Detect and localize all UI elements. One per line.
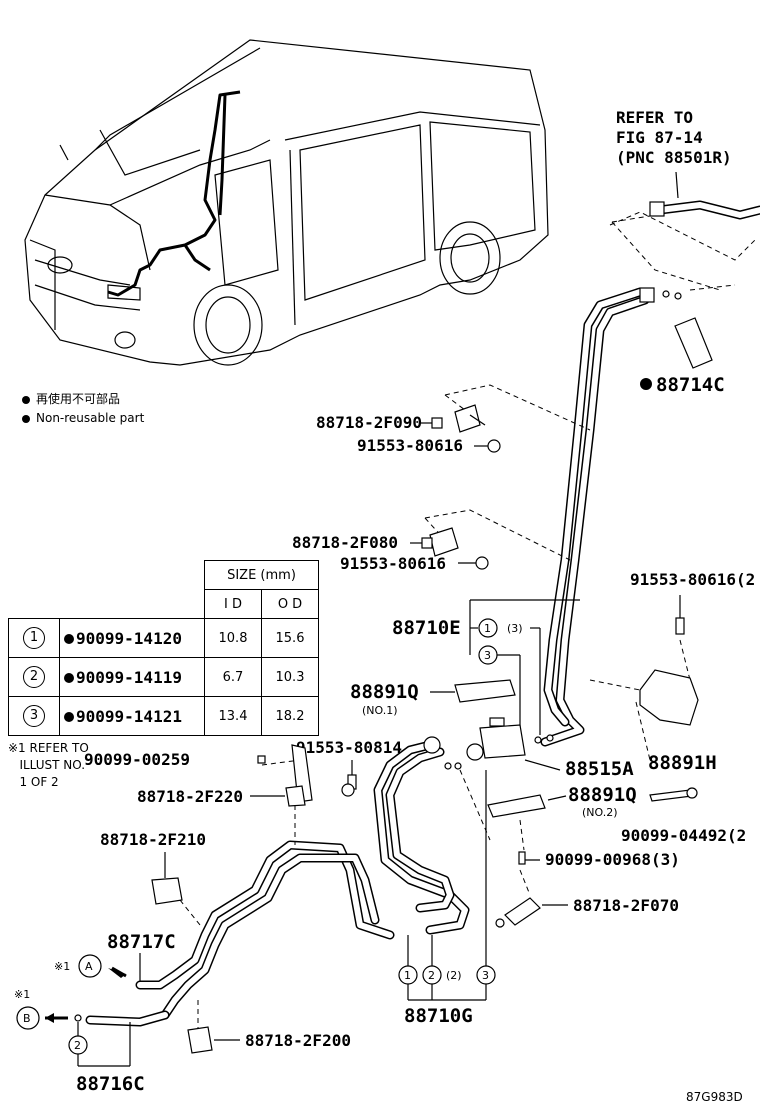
- svg-text:2: 2: [74, 1039, 81, 1052]
- label-88718-2F220: 88718-2F220: [137, 787, 243, 806]
- clamp-88718-2F080: 88718-2F080 91553-80616: [292, 509, 571, 573]
- col-od: O D: [261, 589, 319, 619]
- pipe-88710E: [540, 287, 650, 747]
- callout-88710G: 1 2 (2) 3 88710G: [398, 770, 496, 1027]
- clamp-88718-2F210: 88718-2F210: [100, 830, 206, 926]
- table-row: 3 90099-14121 13.4 18.2: [8, 696, 319, 736]
- label-88891Q-2: 88891Q: [568, 784, 637, 806]
- bullet-icon: [64, 673, 74, 683]
- svg-text:(2): (2): [446, 969, 462, 982]
- svg-text:※1: ※1: [14, 988, 30, 1001]
- callout-88716C: ※1 B 2 88716C: [14, 988, 145, 1095]
- svg-text:3: 3: [482, 969, 489, 982]
- svg-text:(NO.2): (NO.2): [582, 806, 618, 819]
- pipe-88716C: [74, 1010, 170, 1027]
- table-row: 2 90099-14119 6.7 10.3: [8, 657, 319, 697]
- bullet-icon: [22, 395, 30, 404]
- marker-b: B: [23, 1012, 31, 1025]
- bullet-icon: [64, 712, 74, 722]
- figure-code: 87G983D: [686, 1090, 743, 1104]
- callout-88710E: 88710E 1 (3) 3: [392, 599, 580, 744]
- callout-88717C: 88717C ※1 A: [54, 931, 176, 982]
- col-id: I D: [204, 589, 262, 619]
- label-91553-80616-c: 91553-80616(2: [630, 570, 755, 589]
- label-91553-80616-b: 91553-80616: [340, 554, 446, 573]
- label-88716C: 88716C: [76, 1073, 145, 1095]
- refer-illust-note: ※1 REFER TO ILLUST NO. 1 OF 2: [8, 741, 89, 789]
- van-illustration: [24, 39, 549, 366]
- part-88891Q-no2: 88891Q (NO.2) 90099-04492(2 90099-00968(…: [487, 784, 746, 869]
- label-90099-00968: 90099-00968(3): [545, 850, 680, 869]
- legend: 再使用不可部品 Non-reusable part: [22, 390, 144, 428]
- legend-item-jp: 再使用不可部品: [22, 390, 144, 409]
- label-90099-04492: 90099-04492(2: [621, 826, 746, 845]
- label-88891H: 88891H: [648, 752, 717, 774]
- label-88718-2F080: 88718-2F080: [292, 533, 398, 552]
- svg-text:3: 3: [484, 649, 491, 662]
- legend-item-en: Non-reusable part: [22, 409, 144, 428]
- clamp-88718-2F070: 88718-2F070: [495, 869, 679, 928]
- label-91553-80814: 91553-80814: [296, 738, 402, 757]
- label-88891Q-1: 88891Q: [350, 681, 419, 703]
- svg-text:(NO.1): (NO.1): [362, 704, 398, 717]
- label-88718-2F210: 88718-2F210: [100, 830, 206, 849]
- part-88891H: 91553-80616(2 88891H: [589, 570, 755, 774]
- refer-to-fig-note: REFER TO FIG 87-14 (PNC 88501R): [616, 108, 732, 167]
- size-header: SIZE (mm): [204, 560, 319, 590]
- o-ring-size-table: SIZE (mm) I D O D 1 90099-14120 10.8 15.…: [8, 560, 319, 736]
- clamp-88718-2F090: 88718-2F090 91553-80616: [316, 384, 591, 455]
- svg-text:※1: ※1: [54, 960, 70, 973]
- label-88714C: 88714C: [656, 374, 725, 396]
- part-88891Q-no1: 88891Q (NO.1) 88515A: [350, 679, 634, 780]
- label-88717C: 88717C: [107, 931, 176, 953]
- label-88718-2F090: 88718-2F090: [316, 413, 422, 432]
- part-88714C: 88714C: [640, 317, 725, 396]
- clamp-88718-2F200: 88718-2F200: [187, 1000, 351, 1054]
- label-91553-80616-a: 91553-80616: [357, 436, 463, 455]
- svg-text:1: 1: [404, 969, 411, 982]
- pipe-88717C: [135, 840, 395, 1020]
- marker-a: A: [85, 960, 93, 973]
- bullet-icon: [22, 414, 30, 423]
- bullet-icon: [64, 634, 74, 644]
- table-row: 1 90099-14120 10.8 15.6: [8, 618, 319, 658]
- label-88710E: 88710E: [392, 617, 461, 639]
- clamp-88718-2F220: 90099-00259 91553-80814 88718-2F220: [84, 738, 402, 845]
- pipe-88710G: [373, 736, 470, 935]
- label-88515A: 88515A: [565, 758, 634, 780]
- label-90099-00259: 90099-00259: [84, 750, 190, 769]
- label-88718-2F200: 88718-2F200: [245, 1031, 351, 1050]
- svg-text:(3): (3): [507, 622, 523, 635]
- svg-text:1: 1: [484, 622, 491, 635]
- pipe-top-right: [639, 171, 760, 303]
- label-88710G: 88710G: [404, 1005, 473, 1027]
- label-88718-2F070: 88718-2F070: [573, 896, 679, 915]
- svg-text:2: 2: [428, 969, 435, 982]
